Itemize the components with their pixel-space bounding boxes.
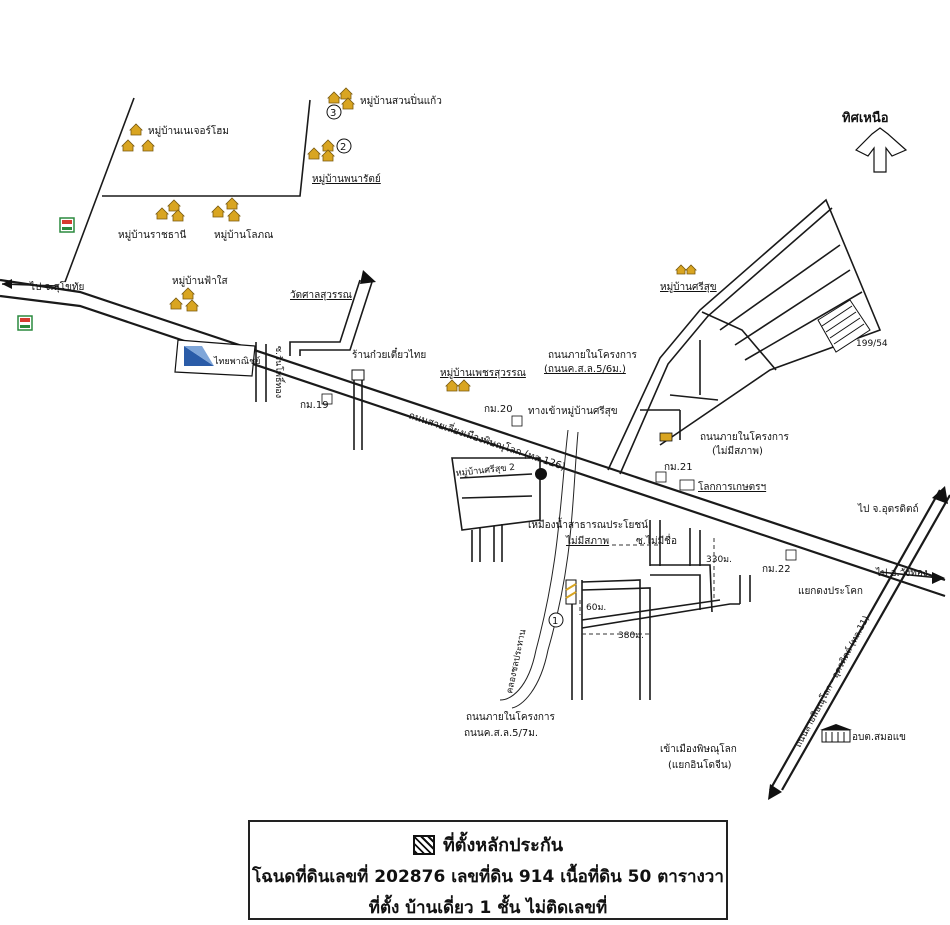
village-phetsuwan: หมู่บ้านเพชรสุวรรณ [440,367,526,379]
marker-1-label: 1 [552,616,558,627]
label-internal-road-56: ถนนภายในโครงการ [548,348,637,361]
village-ratchathani: หมู่บ้านราชธานี [118,229,186,241]
label-unnamed-soi: ซ.ไม่มีชื่อ [636,533,677,547]
label-ag-world: โลกการเกษตรฯ [698,480,766,493]
label-srisuk-entry: ทางเข้าหมู่บ้านศรีสุข [528,405,618,417]
label-km21: กม.21 [664,462,693,473]
village-panarat: หมู่บ้านพนารัตย์ [312,173,381,185]
label-to-wangthong: ไป อ.วังทอง [875,567,928,579]
northwest-roads [64,97,311,283]
label-internal-road-np-b: (ไม่มีสภาพ) [712,445,763,457]
dimension-lines [579,538,715,635]
road-wat-saluwan [289,270,376,356]
legend-deed: โฉนดที่ดินเลขที่ 202876 เลขที่ดิน 914 เน… [252,867,724,887]
hatched-block [817,299,871,353]
label-yaek-indochina: (แยกอินโดจีน) [668,758,732,771]
village-lotphan: หมู่บ้านโลภณ [214,228,273,241]
label-yaek-pracha: แยกดงประโคก [798,584,863,597]
legend-location: ที่ตั้ง บ้านเดี่ยว 1 ชั้น ไม่ติดเลขที่ [368,898,608,918]
label-wat-saluwan: วัดศาลสุวรรณ [290,290,352,301]
label-no-condition: ไม่มีสภาพ [565,535,609,547]
legend-box: ที่ตั้งหลักประกัน โฉนดที่ดินเลขที่ 20287… [248,820,728,920]
legend-title-row: ที่ตั้งหลักประกัน [250,830,726,859]
label-to-city: เข้าเมืองพิษณุโลก [660,742,737,755]
km-markers [321,393,797,561]
label-canal: คลองชลประทาน [505,628,528,694]
label-to-uttaradit: ไป จ.อุตรดิตถ์ [857,503,919,515]
house-icons [121,87,697,392]
north-arrow-icon [854,127,908,173]
village-nature-home: หมู่บ้านเนเจอร์โฮม [148,124,229,137]
marker-3 [326,104,342,120]
bank-sign-text: ไทยพาณิชย์ [213,355,260,367]
label-to-sukhothai: ไป จ.สุโขทัย [29,280,84,293]
label-km20: กม.20 [484,404,513,415]
label-km19: กม.19 [300,400,329,411]
road-noodle-shop [351,369,365,450]
label-soi-wanpho: ซ.วันโพธิ์ทอง [273,346,286,398]
bank-sign-icon [174,339,256,377]
hatch-symbol-icon [412,834,435,855]
marker-3-label: 3 [330,108,336,119]
label-d380: 380ม. [618,631,644,641]
label-internal-road-np: ถนนภายในโครงการ [700,430,789,443]
marker-1 [548,612,564,628]
village-srisuk: หมู่บ้านศรีสุข [660,281,717,293]
label-internal-road-56-b: (ถนนค.ส.ล.5/6ม.) [544,364,626,375]
store-logo-1 [59,217,75,233]
road-soi-wanpho [255,342,267,402]
label-d60: 60ม. [586,603,606,613]
highway-11 [768,486,950,800]
label-samo-khae: อบต.สมอแข [852,732,906,743]
arrow-to-sukhothai [1,279,59,289]
village-fasai: หมู่บ้านฟ้าใส [172,275,228,287]
label-plot-no: 199/54 [856,339,888,349]
label-public-well: เหมืองน้ำสาธารณประโยชน์ [528,517,648,531]
label-internal-road-57-b: ถนนค.ส.ล.5/7ม. [464,728,538,739]
srisuk-village-grid [607,198,882,475]
srisuk2-block [451,457,547,562]
label-noodle-shop: ร้านก๋วยเตี๋ยวไทย [352,347,426,361]
north-label: ทิศเหนือ [842,110,889,126]
legend-title: ที่ตั้งหลักประกัน [442,835,564,856]
building-icon [820,724,852,743]
store-logo-2 [17,315,33,331]
village-suan-pinkaew: หมู่บ้านสวนปิ่นแก้ว [360,93,442,107]
label-d330: 330ม. [706,555,732,565]
collateral-roads [565,520,751,700]
main-highway [0,278,946,598]
marker-2-label: 2 [340,142,346,153]
arrow-to-wangthong [879,571,945,584]
label-highway: ถนนสายเลี่ยงเมืองพิษณุโลก (ทล.126) [407,408,568,473]
marker-2 [336,138,352,154]
label-internal-road-57: ถนนภายในโครงการ [466,710,555,723]
label-km22: กม.22 [762,564,791,575]
